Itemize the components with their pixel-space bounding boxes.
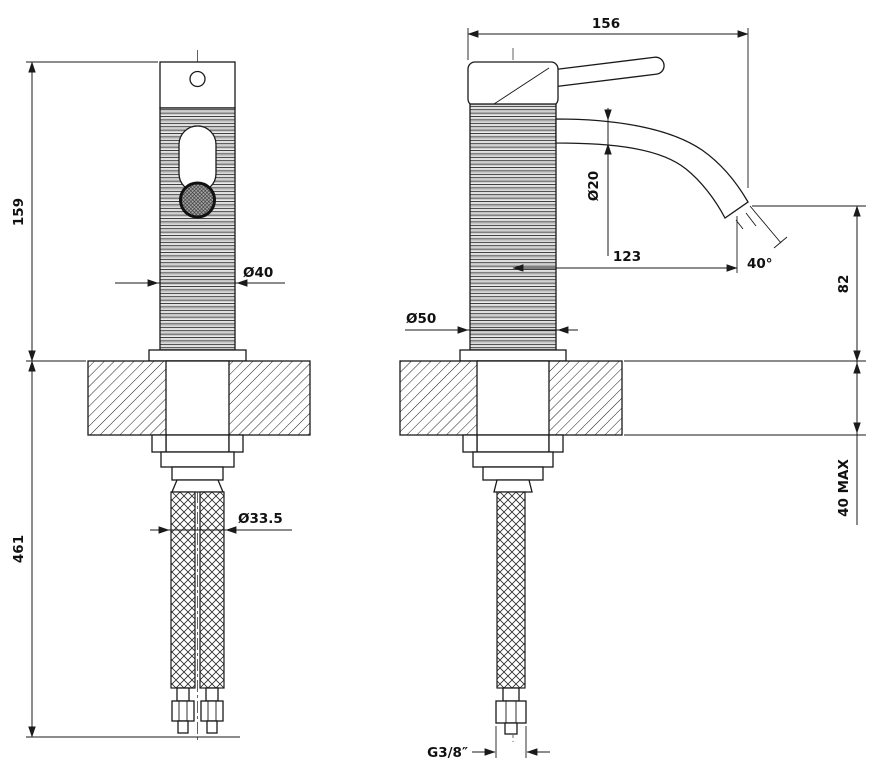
dimension-height-82: 82 (624, 205, 866, 362)
spout-outlet-tick-1 (745, 212, 757, 227)
dimension-height-159: 159 (11, 61, 158, 362)
front-aerator (179, 181, 216, 219)
side-fixing-tab-right (548, 434, 564, 453)
dimension-hose-dia-33-5: Ø33.5 (150, 511, 292, 534)
side-base-flange (459, 349, 567, 362)
front-shank-lower (165, 434, 230, 453)
side-fixing-tab-left (462, 434, 478, 453)
side-hose-manifold (493, 479, 533, 493)
dimension-angle-40: 40° (747, 205, 788, 272)
dimension-label-123: 123 (613, 249, 641, 265)
dimension-base-dia-50: Ø50 (405, 311, 578, 334)
dimension-depth-156: 156 (467, 16, 749, 188)
dimension-reach-123: 123 (512, 216, 738, 273)
dimension-spout-dia-20: Ø20 (586, 108, 612, 256)
front-hose-manifold (171, 479, 224, 493)
side-adapter (482, 466, 544, 481)
front-locknut (160, 451, 235, 468)
side-shank (476, 360, 550, 436)
side-shank-lower (476, 434, 550, 453)
front-shank (165, 360, 230, 436)
dimension-label-159: 159 (11, 198, 27, 226)
side-body-ribbed (469, 103, 557, 351)
front-hose-left (170, 491, 196, 689)
dimension-label-g38: G3/8″ (427, 745, 468, 761)
side-locknut (472, 451, 554, 468)
front-fixing-tab-right (228, 434, 244, 453)
dimension-label-dia33-5: Ø33.5 (238, 511, 283, 527)
dimension-length-461: 461 (11, 360, 240, 738)
front-hose-fittings (171, 687, 224, 734)
front-adapter (171, 466, 224, 481)
side-hose-fitting (495, 687, 527, 735)
dimension-body-dia-40: Ø40 (115, 265, 285, 287)
front-handle-screw-hole (189, 70, 206, 88)
side-lever-pivot-line (493, 67, 550, 105)
side-hose (496, 491, 526, 689)
dimension-thread-g38: G3/8″ (427, 726, 550, 761)
dimension-label-40deg: 40° (747, 256, 773, 272)
dimension-label-82: 82 (836, 275, 852, 294)
dimension-label-dia50: Ø50 (406, 311, 436, 327)
dimension-label-40max: 40 MAX (836, 459, 852, 517)
dimension-label-461: 461 (11, 535, 27, 563)
front-hose-right (199, 491, 225, 689)
side-spout (555, 118, 749, 219)
dimension-label-156: 156 (592, 16, 620, 32)
side-view (399, 48, 757, 742)
dimension-label-dia20: Ø20 (586, 171, 602, 201)
front-view (87, 50, 311, 742)
dimension-label-dia40: Ø40 (243, 265, 273, 281)
dimension-deck-40-max: 40 MAX (624, 361, 866, 525)
front-fixing-tab-left (151, 434, 167, 453)
side-handle-cap (467, 61, 559, 107)
side-lever (546, 56, 665, 88)
front-base-flange (148, 349, 247, 362)
